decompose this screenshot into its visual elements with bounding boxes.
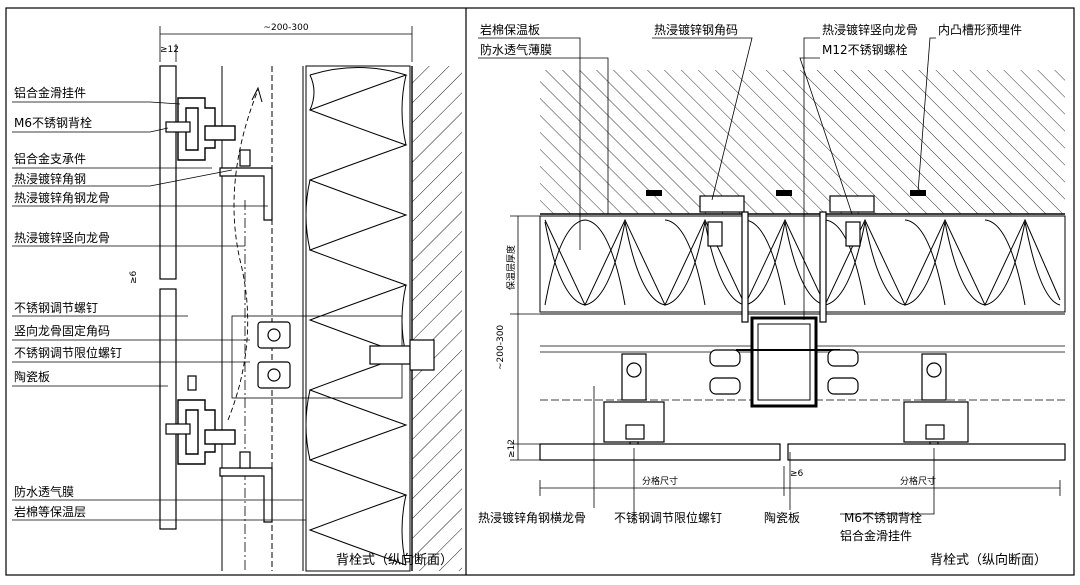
label-rockwool-board: 岩棉保温板 (480, 22, 540, 37)
label-steel-angle-code: 热浸镀锌钢角码 (654, 23, 738, 37)
label-membrane: 防水透气膜 (14, 484, 74, 499)
label-vertical-keel: 热浸镀锌竖向龙骨 (14, 230, 110, 245)
label-embedded-channel: 内凸槽形预埋件 (938, 23, 1022, 37)
label-ceramic-panel-right: 陶瓷板 (764, 510, 800, 525)
label-aluminium-hanger: 铝合金滑挂件 (14, 85, 86, 100)
label-adjust-screw: 不锈钢调节螺钉 (14, 301, 98, 315)
right-dim-depth: ~200-300 (496, 325, 506, 370)
right-top-labels: 岩棉保温板 防水透气薄膜 热浸镀锌钢角码 热浸镀锌竖向龙骨 M12不锈钢螺栓 内… (480, 22, 1022, 57)
label-limit-screw: 不锈钢调节限位螺钉 (14, 345, 122, 360)
left-dim-top: ~200-300 (263, 23, 308, 33)
side-bolts (709, 349, 859, 395)
left-labels: 铝合金滑挂件 M6不锈钢背栓 铝合金支承件 热浸镀锌角钢 热浸镀锌角钢龙骨 热浸… (14, 85, 122, 519)
sheet-border (5, 7, 1075, 576)
aluminium-hanger-top (177, 97, 236, 161)
angle-steel-bottom (219, 467, 273, 523)
left-section-detail: ~200-300 ≥12 ≥6 铝合金滑挂件 M6不锈钢背栓 铝合金支承件 热浸… (12, 23, 462, 572)
left-dim-gap-side: ≥6 (129, 270, 139, 284)
label-aluminium-support: 铝合金支承件 (14, 151, 86, 166)
right-dim-insulation: 保温层厚度 (505, 245, 517, 290)
right-insulation-band (539, 215, 1066, 313)
right-bottom-labels: 热浸镀锌角钢横龙骨 不锈钢调节限位螺钉 陶瓷板 M6不锈钢背栓 铝合金滑挂件 (478, 510, 922, 543)
right-dim-gap: ≥12 (507, 439, 517, 458)
label-angle-steel: 热浸镀锌角钢 (14, 172, 86, 186)
adjustment-bolts (257, 321, 435, 389)
hanger-assembly-left (603, 353, 665, 457)
label-keel-angle: 竖向龙骨固定角码 (14, 323, 110, 338)
concrete-wall (412, 66, 462, 571)
embedded-channels (646, 190, 926, 196)
label-waterproof-film: 防水透气薄膜 (480, 42, 552, 57)
label-ceramic-panel: 陶瓷板 (14, 369, 50, 384)
label-vertical-keel-right: 热浸镀锌竖向龙骨 (822, 22, 918, 37)
grid-size-right: 分格尺寸 (900, 475, 936, 487)
label-m6-bolt-right: M6不锈钢背栓 (844, 510, 922, 525)
right-bottom-leaders (593, 386, 935, 524)
right-section-detail: 保温层厚度 ~200-300 ≥12 ≥6 分格尺寸 分格尺寸 岩棉保温板 防水… (478, 22, 1066, 568)
ceramic-panel-bottom (159, 288, 177, 530)
aluminium-hanger-bottom (177, 399, 236, 465)
angle-brackets (699, 195, 875, 323)
label-angle-steel-keel: 热浸镀锌角钢龙骨 (14, 191, 110, 205)
label-horizontal-keel: 热浸镀锌角钢横龙骨 (478, 511, 586, 525)
ceramic-panel-top (159, 65, 177, 280)
label-m6-bolt: M6不锈钢背栓 (14, 115, 92, 130)
label-m12-bolt: M12不锈钢螺栓 (822, 42, 908, 57)
m6-bolt-bottom (165, 423, 191, 435)
right-ceramic-panel-right (787, 443, 1066, 461)
angle-steel-top (219, 167, 273, 221)
label-insulation: 岩棉等保温层 (14, 504, 86, 519)
left-dim-gap-top: ≥12 (160, 45, 179, 55)
right-concrete-wall (540, 70, 1065, 214)
right-ceramic-panel-left (539, 443, 781, 461)
right-caption: 背栓式（纵向断面） (930, 552, 1047, 568)
left-caption: 背栓式（纵向断面） (336, 552, 453, 568)
right-dimension-lines (510, 215, 1061, 496)
insulation-layer (305, 65, 411, 572)
left-leaders (12, 101, 306, 521)
right-dim-joint: ≥6 (790, 469, 804, 479)
m6-bolt-top (165, 121, 191, 133)
label-aluminium-hanger-right: 铝合金滑挂件 (840, 528, 912, 543)
right-top-leaders (478, 37, 936, 320)
label-limit-screw-right: 不锈钢调节限位螺钉 (614, 510, 722, 525)
grid-size-left: 分格尺寸 (642, 475, 678, 487)
hanger-assembly-right (903, 353, 969, 457)
